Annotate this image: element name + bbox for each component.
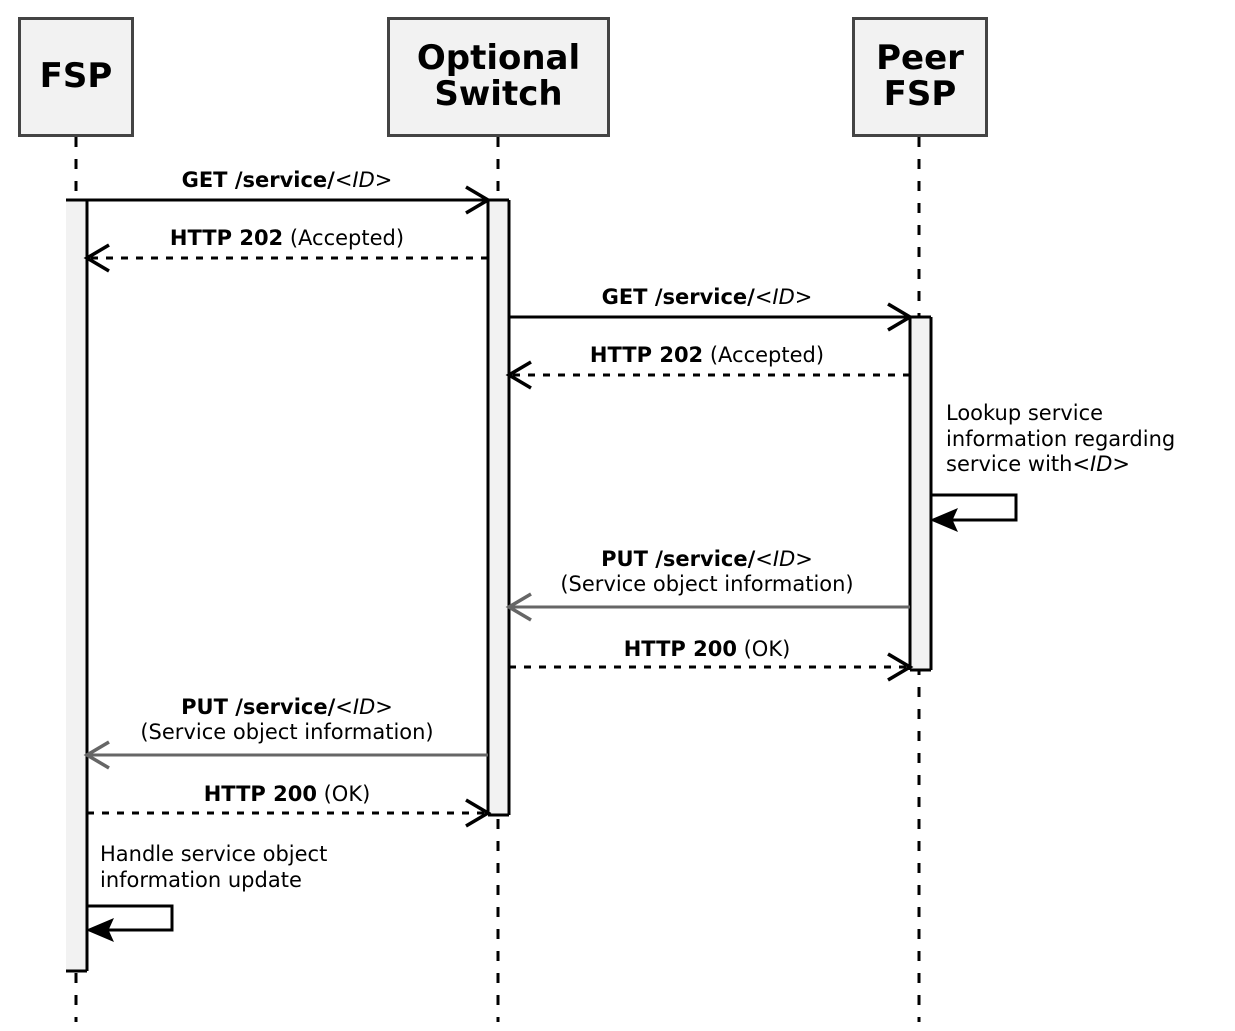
self-message-s1[interactable] xyxy=(929,493,1018,532)
message-label-m7: PUT /service/<ID>(Service object informa… xyxy=(140,695,434,744)
self-message-arrowhead-s2 xyxy=(85,918,114,942)
message-arrowhead-m3 xyxy=(887,302,914,332)
message-label-m8: HTTP 200 (OK) xyxy=(203,782,371,806)
message-arrowhead-m1 xyxy=(465,185,492,215)
participant-box-switch[interactable]: Optional Switch xyxy=(387,17,610,137)
self-message-arrowhead-s1 xyxy=(929,508,958,532)
message-label-m3: GET /service/<ID> xyxy=(601,285,813,309)
message-arrowhead-m7 xyxy=(83,740,110,770)
message-label-m1: GET /service/<ID> xyxy=(181,168,393,192)
participant-box-peer[interactable]: Peer FSP xyxy=(852,17,988,137)
participant-label-peer: Peer FSP xyxy=(876,38,964,114)
activation-fill-a-fsp xyxy=(66,200,87,971)
message-label-m6: HTTP 200 (OK) xyxy=(623,637,791,661)
participant-box-fsp[interactable]: FSP xyxy=(18,17,134,137)
self-message-path-s1 xyxy=(931,493,1018,522)
self-message-path-s2 xyxy=(87,904,174,932)
activation-fill-a-peer xyxy=(910,317,931,670)
message-arrowhead-m2 xyxy=(83,243,110,273)
message-label-m2: HTTP 202 (Accepted) xyxy=(169,226,405,250)
participant-label-switch: Optional Switch xyxy=(416,38,581,114)
participant-label-fsp: FSP xyxy=(39,56,113,97)
message-arrowhead-m8 xyxy=(465,798,492,828)
activation-fill-a-switch xyxy=(488,200,509,815)
self-message-s2[interactable] xyxy=(85,904,174,942)
message-label-m4: HTTP 202 (Accepted) xyxy=(589,343,825,367)
message-label-m5: PUT /service/<ID>(Service object informa… xyxy=(560,547,854,596)
message-arrowhead-m6 xyxy=(887,652,914,682)
message-arrowhead-m4 xyxy=(505,360,532,390)
message-arrowhead-m5 xyxy=(505,592,532,622)
